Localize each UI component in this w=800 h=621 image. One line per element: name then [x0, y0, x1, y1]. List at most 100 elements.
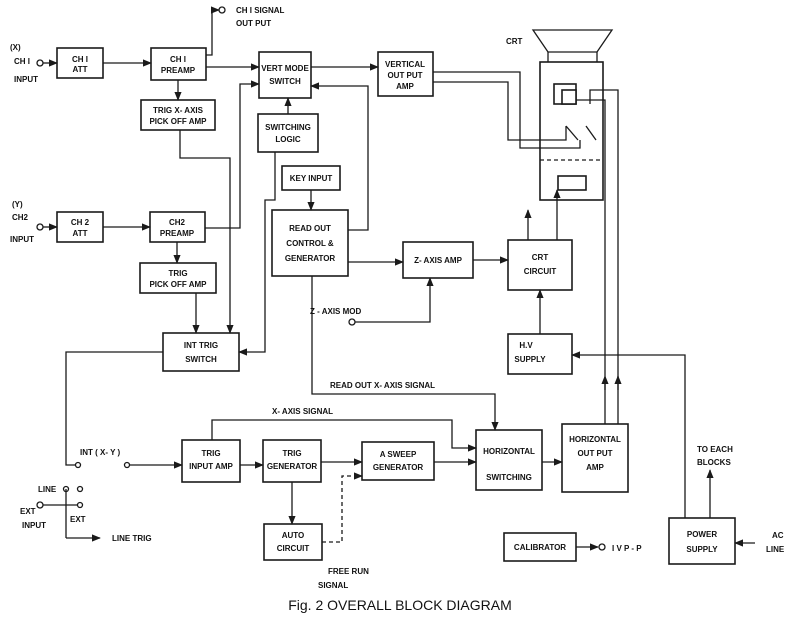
trig-input-line2: INPUT AMP [189, 462, 233, 471]
zaxis-mod-label: Z - AXIS MOD [310, 307, 361, 316]
ch2-input-line2: CH2 [12, 213, 29, 222]
trig-xaxis-line1: TRIG X- AXIS [153, 106, 204, 115]
trig-input-amp-block: TRIG INPUT AMP [181, 439, 241, 483]
auto-circuit-line2: CIRCUIT [277, 544, 310, 553]
vertical-output-line1: VERTICAL [385, 60, 425, 69]
calibrator-block: CALIBRATOR [503, 532, 577, 562]
ch1-input-line2: CH I [14, 57, 30, 66]
trig-gen-line1: TRIG [282, 449, 301, 458]
hv-supply-line1: H.V [519, 341, 533, 350]
horizontal-switching-block: HORIZONTAL SWITCHING [475, 429, 543, 491]
zaxis-amp-block: Z- AXIS AMP [402, 241, 474, 279]
ch1-preamp-block: CH I PREAMP [150, 47, 207, 81]
zaxis-amp-text: Z- AXIS AMP [414, 256, 463, 265]
trig-pickoff-line2: PICK OFF AMP [149, 280, 207, 289]
free-run-line1: FREE RUN [328, 567, 369, 576]
hv-supply-block: H.V SUPPLY [507, 333, 573, 375]
readout-line1: READ OUT [289, 224, 331, 233]
ch1-preamp-line2: PREAMP [161, 66, 196, 75]
ch1-input-line3: INPUT [14, 75, 38, 84]
ext-label: EXT [70, 515, 86, 524]
free-run-line2: SIGNAL [318, 581, 348, 590]
crt-circuit-line1: CRT [532, 253, 549, 262]
ch1-preamp-line1: CH I [170, 55, 186, 64]
ch1-signal-line2: OUT PUT [236, 19, 271, 28]
ch2-input-line1: (Y) [12, 200, 23, 209]
power-supply-block: POWER SUPPLY [668, 517, 736, 565]
int-trig-switch-block: INT TRIG SWITCH [162, 332, 240, 372]
ch2-preamp-line2: PREAMP [160, 229, 195, 238]
auto-circuit-line1: AUTO [282, 531, 305, 540]
vertical-output-line3: AMP [396, 82, 414, 91]
crt-circuit-block: CRT CIRCUIT [507, 239, 573, 291]
int-trig-line1: INT TRIG [184, 341, 218, 350]
auto-circuit-block: AUTO CIRCUIT [263, 523, 323, 561]
switching-logic-block: SWITCHING LOGIC [257, 113, 319, 153]
ac-line-line2: LINE [766, 545, 785, 554]
readout-line2: CONTROL & [286, 239, 334, 248]
crt-circuit-line2: CIRCUIT [524, 267, 557, 276]
ch1-signal-line1: CH I SIGNAL [236, 6, 285, 15]
figure-caption: Fig. 2 OVERALL BLOCK DIAGRAM [288, 597, 512, 613]
xaxis-signal-label: X- AXIS SIGNAL [272, 407, 333, 416]
key-input-block: KEY INPUT [281, 165, 341, 191]
ch2-preamp-block: CH2 PREAMP [149, 211, 206, 243]
trig-gen-line2: GENERATOR [267, 462, 318, 471]
ch2-att-line2: ATT [73, 229, 88, 238]
power-supply-line2: SUPPLY [686, 545, 718, 554]
to-each-line2: BLOCKS [697, 458, 731, 467]
readout-xaxis-label: READ OUT X- AXIS SIGNAL [330, 381, 435, 390]
hout-line1: HORIZONTAL [569, 435, 621, 444]
vert-mode-switch-block: VERT MODE SWITCH [258, 51, 312, 99]
ch1-input-line1: (X) [10, 43, 21, 52]
power-supply-line1: POWER [687, 530, 717, 539]
ch2-att-block: CH 2 ATT [56, 211, 104, 243]
ch1-input: (X) CH I INPUT [10, 43, 58, 84]
vert-mode-line1: VERT MODE [261, 64, 309, 73]
a-sweep-line2: GENERATOR [373, 463, 424, 472]
line-label: LINE [38, 485, 57, 494]
int-trig-line2: SWITCH [185, 355, 217, 364]
trig-pickoff-block: TRIG PICK OFF AMP [139, 262, 217, 294]
switching-logic-line2: LOGIC [275, 135, 301, 144]
int-xy-label: INT ( X- Y ) [80, 448, 120, 457]
to-each-line1: TO EACH [697, 445, 733, 454]
ch2-preamp-line1: CH2 [169, 218, 186, 227]
crt-label: CRT [506, 37, 523, 46]
ch2-input: (Y) CH2 INPUT [10, 200, 58, 244]
ac-line-line1: AC [772, 531, 784, 540]
ch1-signal-output: CH I SIGNAL OUT PUT [218, 6, 285, 28]
trig-generator-block: TRIG GENERATOR [262, 439, 322, 483]
vertical-output-line2: OUT PUT [387, 71, 422, 80]
a-sweep-line1: A SWEEP [380, 450, 417, 459]
hout-line3: AMP [586, 463, 604, 472]
trig-xaxis-line2: PICK OFF AMP [149, 117, 207, 126]
a-sweep-generator-block: A SWEEP GENERATOR [361, 441, 435, 481]
trig-xaxis-pickoff-block: TRIG X- AXIS PICK OFF AMP [140, 99, 216, 131]
ext-input-line2: INPUT [22, 521, 46, 530]
hswitch-line2: SWITCHING [486, 473, 532, 482]
readout-line3: GENERATOR [285, 254, 336, 263]
ch1-att-block: CH I ATT [56, 47, 104, 79]
key-input-text: KEY INPUT [290, 174, 333, 183]
hswitch-line1: HORIZONTAL [483, 447, 535, 456]
one-vpp-label: I V P - P [612, 544, 642, 553]
ch2-att-line1: CH 2 [71, 218, 90, 227]
ch1-att-line1: CH I [72, 55, 88, 64]
trig-pickoff-line1: TRIG [168, 269, 187, 278]
ch2-input-line3: INPUT [10, 235, 34, 244]
trig-input-line1: TRIG [201, 449, 220, 458]
ext-input-line1: EXT [20, 507, 36, 516]
switching-logic-line1: SWITCHING [265, 123, 311, 132]
vertical-output-amp-block: VERTICAL OUT PUT AMP [377, 51, 434, 97]
hout-line2: OUT PUT [577, 449, 612, 458]
vert-mode-line2: SWITCH [269, 77, 301, 86]
readout-control-block: READ OUT CONTROL & GENERATOR [271, 209, 349, 277]
horizontal-output-amp-block: HORIZONTAL OUT PUT AMP [561, 423, 629, 493]
calibrator-text: CALIBRATOR [514, 543, 566, 552]
crt-tube [531, 29, 614, 201]
hv-supply-line2: SUPPLY [514, 355, 546, 364]
line-trig-label: LINE TRIG [112, 534, 152, 543]
ch1-att-line2: ATT [73, 65, 88, 74]
